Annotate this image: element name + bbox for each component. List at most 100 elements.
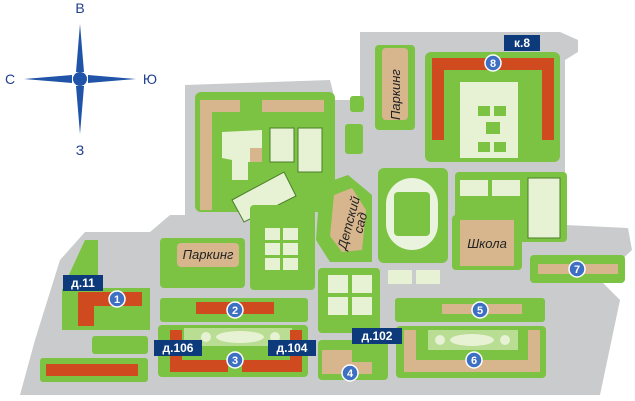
fountain-bed <box>216 331 264 343</box>
sports-field <box>269 127 295 163</box>
compass-arrow-east <box>88 75 136 83</box>
parking-top-building <box>382 48 408 120</box>
tag-d106[interactable]: д.106 <box>154 340 202 356</box>
garden-bed <box>265 258 280 270</box>
marker-3-number: 3 <box>232 355 238 367</box>
tag-k8-text: к.8 <box>514 36 530 50</box>
garden-bed <box>283 258 298 270</box>
compass-arrow-south <box>76 86 84 134</box>
grass-garden-column <box>250 205 315 290</box>
compass-rose: В З С Ю <box>5 0 157 158</box>
building-d104 <box>242 330 302 372</box>
tag-d11-text: д.11 <box>71 276 95 290</box>
garden-circle <box>500 335 510 345</box>
building-6 <box>404 330 540 372</box>
marker-1-circle <box>108 290 126 308</box>
marker-4[interactable]: 4 <box>341 364 359 382</box>
school-label: Школа <box>467 236 507 251</box>
kindergarten-label-line2: сад <box>350 211 370 235</box>
compass-center <box>73 72 87 86</box>
building-k8 <box>432 58 554 140</box>
marker-3-circle <box>226 351 244 369</box>
school-building <box>460 220 514 266</box>
garden-bed <box>352 297 372 315</box>
marker-5[interactable]: 5 <box>471 301 489 319</box>
fountain-bed <box>450 334 494 346</box>
garden-bed <box>265 243 280 255</box>
stadium-field <box>394 192 430 236</box>
marker-7-circle <box>568 260 586 278</box>
garden-bed <box>283 228 298 240</box>
tag-d102-box <box>352 328 402 344</box>
building-red <box>46 364 138 376</box>
compass-north-label: В <box>75 0 84 16</box>
building-tan <box>250 148 262 162</box>
building-tan <box>200 100 212 210</box>
marker-7[interactable]: 7 <box>568 260 586 278</box>
tag-k8-box <box>504 35 540 51</box>
marker-6-circle <box>465 351 483 369</box>
tag-d106-box <box>154 340 202 356</box>
marker-8-number: 8 <box>490 58 496 70</box>
sports-field <box>297 127 323 173</box>
garden-bed <box>460 180 488 196</box>
building-tan <box>262 100 324 112</box>
garden-bed <box>494 142 506 152</box>
building-tan <box>210 100 240 112</box>
grass-plot <box>345 124 363 154</box>
marker-6-number: 6 <box>471 355 477 367</box>
grass-plot <box>222 130 262 180</box>
garden-circle <box>201 332 211 342</box>
garden-bed <box>265 228 280 240</box>
tag-d104-box <box>268 340 316 356</box>
marker-4-number: 4 <box>347 368 354 380</box>
parking-left-building <box>177 243 239 267</box>
tag-d106-text: д.106 <box>163 341 194 355</box>
garden-bed <box>416 270 440 284</box>
building-d106 <box>170 330 228 372</box>
garden-bed <box>494 106 506 116</box>
marker-2[interactable]: 2 <box>226 301 244 319</box>
grass-plot <box>350 96 364 112</box>
marker-7-number: 7 <box>574 264 580 276</box>
tag-d11[interactable]: д.11 <box>63 275 103 291</box>
kindergarten-building <box>330 188 366 252</box>
garden-bed <box>478 142 490 152</box>
sports-field <box>527 177 561 239</box>
tag-d102-text: д.102 <box>362 329 393 343</box>
tag-d104[interactable]: д.104 <box>268 340 316 356</box>
garden-bed <box>352 275 372 293</box>
parking-top-label: Паркинг <box>388 69 403 120</box>
marker-8[interactable]: 8 <box>484 54 502 72</box>
parking-left-label: Паркинг <box>183 247 234 262</box>
building-d102 <box>322 350 372 374</box>
marker-3[interactable]: 3 <box>226 351 244 369</box>
garden-bed <box>478 106 490 116</box>
tag-d11-box <box>63 275 103 291</box>
tag-d102[interactable]: д.102 <box>352 328 402 344</box>
compass-east-label: Ю <box>143 71 157 87</box>
marker-4-circle <box>341 364 359 382</box>
garden-bed <box>328 275 348 293</box>
grass-top-left <box>195 92 335 212</box>
marker-6[interactable]: 6 <box>465 351 483 369</box>
marker-2-number: 2 <box>232 305 238 317</box>
building-d11 <box>78 292 142 326</box>
grass-strip <box>92 336 148 354</box>
sports-field <box>231 171 297 223</box>
tag-d104-text: д.104 <box>277 341 308 355</box>
marker-2-circle <box>226 301 244 319</box>
garden-bed <box>486 122 500 134</box>
garden-bed <box>283 243 298 255</box>
garden-bed <box>328 297 348 315</box>
garden-circle <box>270 332 280 342</box>
marker-1[interactable]: 1 <box>108 290 126 308</box>
garden-bed <box>388 270 412 284</box>
compass-arrow-west <box>24 75 72 83</box>
tag-k8[interactable]: к.8 <box>504 35 540 51</box>
marker-1-number: 1 <box>114 294 120 306</box>
marker-5-circle <box>471 301 489 319</box>
compass-arrow-north <box>76 24 84 72</box>
